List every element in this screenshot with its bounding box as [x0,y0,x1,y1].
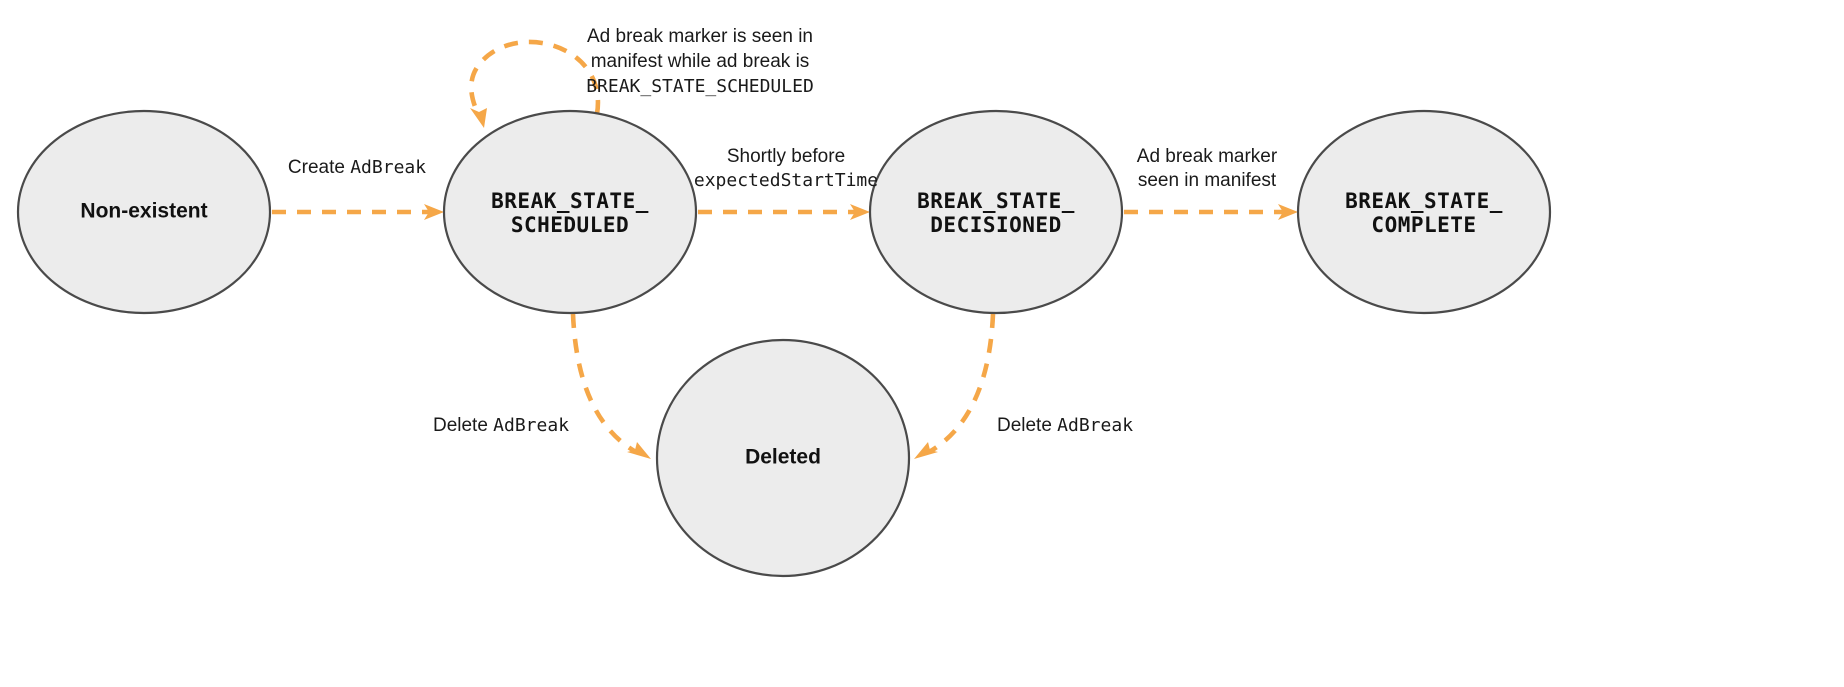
state-node-break-state-complete-shape [1296,109,1552,315]
edge-scheduled-to-deleted[interactable] [570,313,651,459]
state-node-non-existent-shape [16,109,272,315]
edge-label-decisioned-to-deleted: Delete AdBreak [997,415,1133,436]
state-node-break-state-scheduled[interactable]: BREAK_STATE_ SCHEDULED [442,109,698,315]
state-node-deleted-shape [655,338,911,578]
edge-decisioned-to-complete-arrowhead [1278,204,1298,220]
edge-label-self-loop-line3: BREAK_STATE_SCHEDULED [586,76,814,97]
state-node-deleted-label: Deleted [745,446,821,469]
edge-decisioned-to-deleted-path [927,313,996,454]
state-node-break-state-complete[interactable]: BREAK_STATE_ COMPLETE [1296,109,1552,315]
edge-create-adbreak[interactable] [272,204,444,220]
edge-scheduled-to-deleted-path [570,313,638,454]
edge-decisioned-to-deleted[interactable] [914,313,996,459]
state-node-break-state-decisioned[interactable]: BREAK_STATE_ DECISIONED [868,109,1124,315]
edge-scheduled-self-loop[interactable] [469,39,601,128]
state-node-non-existent[interactable]: Non-existent [16,109,272,315]
edge-label-scheduled-to-decisioned-line1: Shortly before [727,146,845,167]
state-node-break-state-complete-label-line1: BREAK_STATE_ [1345,189,1503,213]
state-node-non-existent-label: Non-existent [80,200,207,223]
state-node-break-state-decisioned-label-line2: DECISIONED [930,213,1061,237]
state-node-break-state-scheduled-shape [442,109,698,315]
state-node-break-state-complete-label-line2: COMPLETE [1371,213,1476,237]
edge-label-decisioned-to-complete-line2: seen in manifest [1138,170,1277,191]
state-node-break-state-scheduled-label-line1: BREAK_STATE_ [491,189,649,213]
edge-label-decisioned-to-deleted-mono: AdBreak [1057,415,1133,436]
edge-scheduled-to-decisioned-arrowhead [850,204,870,220]
edge-label-decisioned-to-deleted-sans: Delete [997,415,1057,436]
edge-scheduled-self-loop-arrowhead [470,108,487,128]
edge-label-scheduled-to-deleted: Delete AdBreak [433,415,569,436]
edge-label-create-adbreak: Create AdBreak [288,157,426,178]
edge-scheduled-to-deleted-arrowhead [627,442,651,459]
edge-label-scheduled-to-deleted-sans: Delete [433,415,493,436]
edge-create-adbreak-arrowhead [424,204,444,220]
state-node-break-state-decisioned-shape [868,109,1124,315]
edge-label-self-loop-line2: manifest while ad break is [591,51,810,72]
state-node-deleted[interactable]: Deleted [655,338,911,578]
edge-label-decisioned-to-complete-line1: Ad break marker [1137,146,1278,167]
edge-decisioned-to-complete[interactable] [1124,204,1298,220]
edge-label-create-adbreak-sans: Create [288,157,350,178]
edge-label-scheduled-to-deleted-mono: AdBreak [493,415,569,436]
state-node-break-state-scheduled-label-line2: SCHEDULED [511,213,629,237]
edge-label-create-adbreak-mono: AdBreak [350,157,426,178]
edge-label-self-loop-line1: Ad break marker is seen in [587,26,813,47]
state-node-break-state-decisioned-label-line1: BREAK_STATE_ [917,189,1075,213]
edge-scheduled-self-loop-path [469,39,601,117]
edge-label-scheduled-to-decisioned-line2: expectedStartTime [694,170,878,191]
edge-decisioned-to-deleted-arrowhead [914,442,938,459]
edge-scheduled-to-decisioned[interactable] [698,204,870,220]
